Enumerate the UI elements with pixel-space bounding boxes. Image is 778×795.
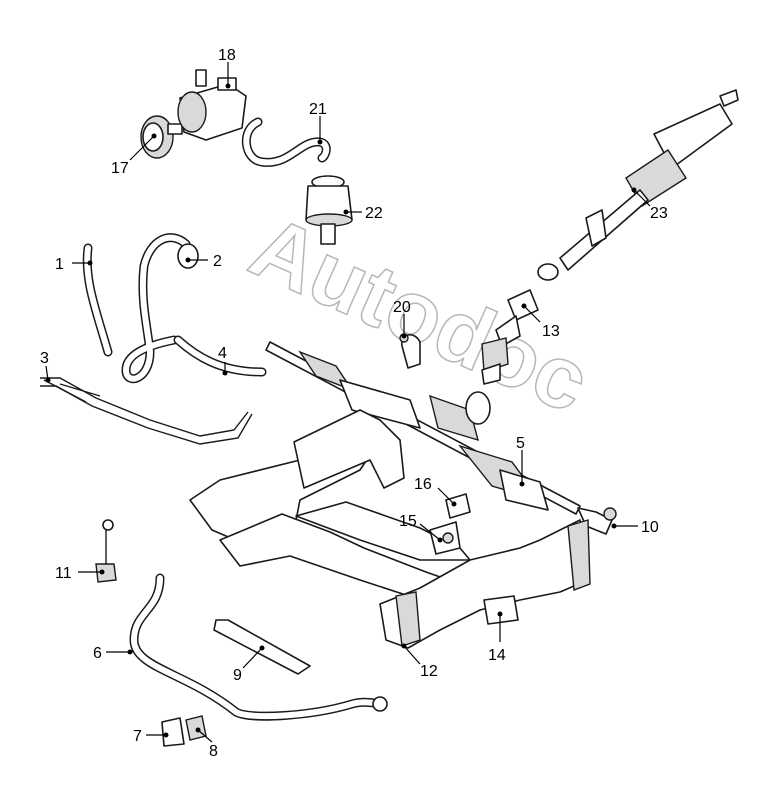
part-6-stabilizer-bar[interactable] <box>129 573 388 721</box>
svg-text:5: 5 <box>516 435 525 452</box>
part-20-clamp[interactable] <box>399 333 421 369</box>
part-2-pressure-line[interactable] <box>121 233 199 384</box>
callout-20: 20 <box>393 299 411 339</box>
svg-text:20: 20 <box>393 299 411 316</box>
callout-2: 2 <box>185 253 222 270</box>
svg-text:23: 23 <box>650 205 668 222</box>
part-15-mount-bracket[interactable] <box>429 521 461 555</box>
callout-1: 1 <box>55 256 93 273</box>
svg-text:18: 18 <box>218 47 236 64</box>
part-1-high-pressure-hose[interactable] <box>82 243 113 357</box>
svg-text:13: 13 <box>542 323 560 340</box>
callout-16: 16 <box>414 476 457 507</box>
callout-10: 10 <box>611 519 659 536</box>
svg-text:14: 14 <box>488 647 506 664</box>
part-13-intermediate-shaft[interactable] <box>481 289 539 385</box>
part-16-bushing[interactable] <box>445 493 471 519</box>
svg-text:6: 6 <box>93 645 102 662</box>
part-5-rack-boot[interactable] <box>499 469 549 511</box>
callout-13: 13 <box>521 303 560 340</box>
svg-text:21: 21 <box>309 101 327 118</box>
svg-text:7: 7 <box>133 728 142 745</box>
callout-12: 12 <box>401 643 438 680</box>
part-11-stabilizer-link[interactable] <box>95 519 117 583</box>
callout-17: 17 <box>111 133 157 177</box>
svg-text:12: 12 <box>420 663 438 680</box>
svg-text:22: 22 <box>365 205 383 222</box>
svg-text:1: 1 <box>55 256 64 273</box>
callout-4: 4 <box>218 345 228 376</box>
part-3-cooler-pipe[interactable] <box>40 377 253 445</box>
part-14-bracket[interactable] <box>483 595 519 625</box>
callout-9: 9 <box>233 645 265 684</box>
svg-text:8: 8 <box>209 743 218 760</box>
callout-15: 15 <box>399 513 443 543</box>
part-22-fluid-reservoir[interactable] <box>305 175 353 245</box>
svg-text:11: 11 <box>55 565 72 582</box>
callout-5: 5 <box>516 435 525 487</box>
callout-3: 3 <box>40 350 51 383</box>
part-7-bushing-clamp[interactable] <box>161 717 185 747</box>
svg-text:9: 9 <box>233 667 242 684</box>
callout-7: 7 <box>133 728 169 745</box>
part-23-steering-column[interactable] <box>537 89 739 281</box>
part-17-pump-pulley[interactable] <box>140 115 183 159</box>
callout-22: 22 <box>343 205 383 222</box>
callout-23: 23 <box>631 187 668 222</box>
part-8-rubber-bushing[interactable] <box>185 715 207 741</box>
part-18-power-steering-pump[interactable] <box>177 69 247 141</box>
callout-21: 21 <box>309 101 327 145</box>
callout-6: 6 <box>93 645 133 662</box>
svg-text:3: 3 <box>40 350 49 367</box>
svg-text:10: 10 <box>641 519 659 536</box>
part-21-return-hose[interactable] <box>241 117 331 167</box>
svg-text:4: 4 <box>218 345 227 362</box>
part-4-cooler-hose[interactable] <box>173 335 267 377</box>
svg-text:15: 15 <box>399 513 417 530</box>
svg-text:17: 17 <box>111 160 129 177</box>
callout-14: 14 <box>488 611 506 664</box>
svg-text:16: 16 <box>414 476 432 493</box>
callout-11: 11 <box>55 565 105 582</box>
callout-8: 8 <box>195 727 218 760</box>
callout-18: 18 <box>218 47 236 89</box>
svg-text:2: 2 <box>213 253 222 270</box>
watermark-logo: Autodoc <box>236 195 604 432</box>
svg-text:Autodoc: Autodoc <box>237 196 603 432</box>
part-12-front-subframe[interactable] <box>189 409 591 649</box>
